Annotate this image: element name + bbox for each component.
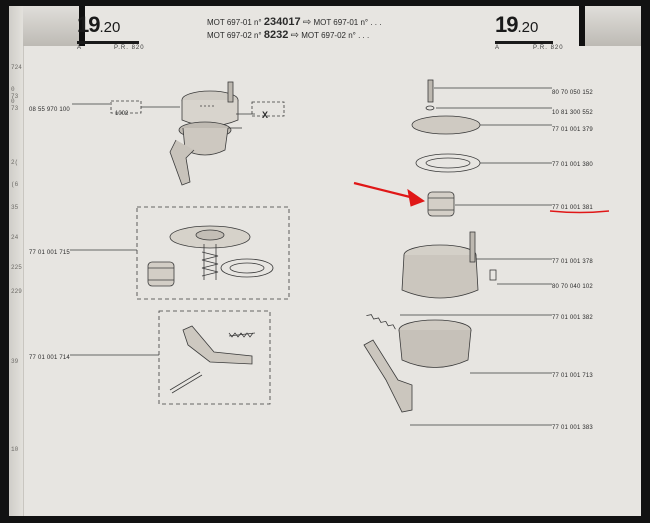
callout-body-screw: 80 70 040 102: [552, 284, 593, 290]
callout-spring: 77 01 001 382: [552, 315, 593, 321]
edge-text: 24: [11, 234, 19, 241]
callout-pump-assembly: 08 55 970 100: [29, 107, 70, 113]
section-rule: [77, 41, 139, 44]
callout-screw: 80 70 050 152: [552, 90, 593, 96]
edge-text: 39: [11, 358, 19, 365]
section-number-right: 19.20: [495, 12, 539, 37]
thumbnail-left: [23, 6, 85, 46]
red-arrow-head: [407, 188, 426, 207]
section-rule: [495, 41, 553, 44]
edge-text: 724: [11, 64, 22, 71]
callout-filter: 77 01 001 381: [552, 205, 593, 211]
diaphragm-kit-box: [136, 206, 290, 300]
edge-text: 229: [11, 288, 22, 295]
thumbnail-right: [579, 6, 641, 46]
section-sub-model: P.R. 820: [533, 45, 564, 51]
edge-text: 0 73: [11, 86, 19, 100]
callout-cover: 77 01 001 379: [552, 127, 593, 133]
red-underline: [549, 210, 610, 214]
callout-lever-kit: 77 01 001 714: [29, 355, 70, 361]
callout-upper-body: 77 01 001 378: [552, 259, 593, 265]
mot-line-2: MOT 697-02 n° 8232 ⇨ MOT 697-02 n° . . .: [207, 29, 370, 41]
edge-text: 10: [11, 446, 19, 453]
section-sub-letter: A: [495, 45, 501, 51]
section-sub-letter: A: [77, 45, 83, 51]
x-box: [251, 101, 285, 117]
callout-lower-body: 77 01 001 713: [552, 373, 593, 379]
ref-box: [110, 100, 142, 114]
binding-strip: 724 0 73 0 73 2( (6 35 24 225 229 39 10: [9, 6, 24, 516]
edge-text: (6: [11, 181, 19, 188]
callout-washer: 10 81 300 552: [552, 110, 593, 116]
edge-text: 2(: [11, 159, 19, 166]
section-sub-model: P.R. 820: [114, 45, 145, 51]
section-number-left: 19.20: [77, 12, 121, 37]
pump-assembly-drawing: [169, 81, 255, 186]
callout-lever: 77 01 001 383: [552, 425, 593, 431]
mot-line-1: MOT 697-01 n° 234017 ⇨ MOT 697-01 n° . .…: [207, 16, 382, 28]
red-annotation: [353, 181, 610, 214]
x-box-label: X: [262, 110, 269, 120]
edge-text: 35: [11, 204, 19, 211]
callout-diaphragm-kit: 77 01 001 715: [29, 250, 70, 256]
red-arrow-shaft: [353, 181, 415, 200]
catalog-page: 724 0 73 0 73 2( (6 35 24 225 229 39 10 …: [9, 6, 641, 516]
lever-kit-box: [158, 310, 271, 405]
ref-box-label: 1002: [115, 111, 129, 117]
edge-text: 225: [11, 264, 22, 271]
callout-gasket: 77 01 001 380: [552, 162, 593, 168]
edge-text: 0 73: [11, 98, 19, 112]
